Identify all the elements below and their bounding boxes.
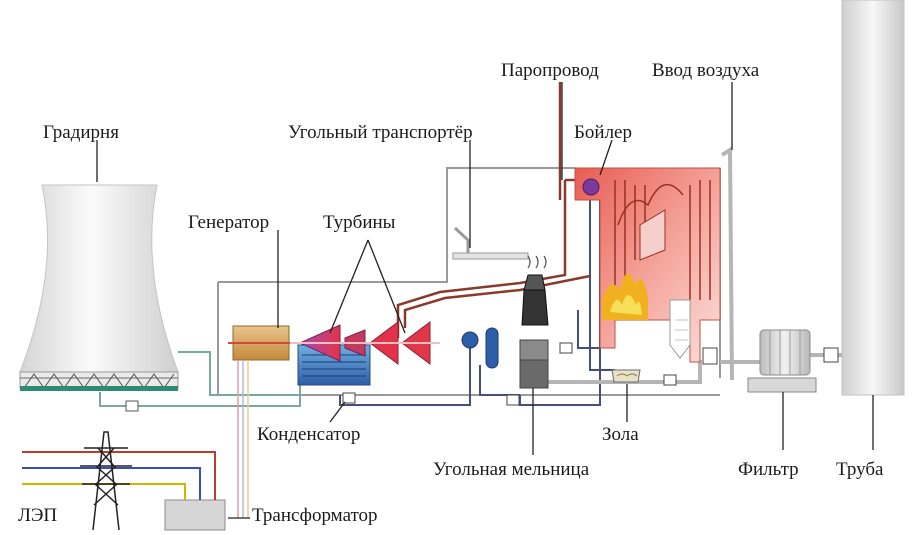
generator (228, 325, 300, 361)
label-boiler: Бойлер (574, 122, 632, 143)
label-generator: Генератор (188, 212, 269, 233)
label-turbines: Турбины (323, 212, 396, 233)
transformer (164, 499, 226, 531)
valves (342, 342, 839, 406)
label-ash: Зола (602, 424, 639, 445)
generator-wires (237, 360, 249, 518)
cooling-water-pipes (99, 351, 301, 407)
boiler-drum (582, 178, 600, 196)
power-line-wires (22, 451, 216, 500)
label-power-line: ЛЭП (18, 505, 57, 526)
label-coal-conveyor: Угольный транспортёр (288, 122, 473, 143)
label-air-intake: Ввод воздуха (652, 60, 760, 81)
pump (125, 400, 139, 412)
steam-pipes (396, 82, 591, 338)
cooling-tower (19, 184, 179, 391)
furnace-fire (602, 273, 648, 320)
label-chimney: Труба (836, 459, 884, 480)
chimney (841, 0, 905, 396)
label-filter: Фильтр (738, 459, 799, 480)
ash-tray (611, 369, 641, 383)
turbines (290, 321, 440, 365)
filter (747, 329, 817, 393)
pylon-icon (80, 431, 132, 531)
boiler (574, 167, 721, 363)
coal-mill (519, 274, 549, 389)
air-intake-duct (720, 146, 734, 381)
label-coal-mill: Угольная мельница (433, 459, 590, 480)
label-condenser: Конденсатор (257, 424, 360, 445)
label-cooling-tower: Градирня (43, 122, 119, 143)
label-steam-line: Паропровод (501, 60, 599, 81)
label-transformer: Трансформатор (252, 505, 378, 526)
feed-tanks (461, 327, 499, 369)
coal-conveyor (452, 226, 547, 269)
leader-lines (96, 82, 874, 519)
